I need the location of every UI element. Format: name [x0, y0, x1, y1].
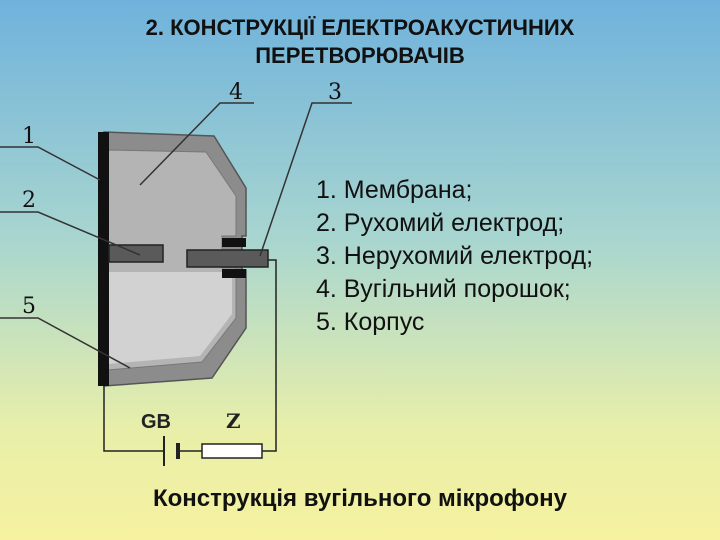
- title-line-2: ПЕРЕТВОРЮВАЧІВ: [255, 43, 465, 68]
- membrane: [98, 132, 109, 386]
- load-resistor: [201, 443, 263, 459]
- legend-item: 2. Рухомий електрод;: [316, 209, 565, 237]
- callout-4: 4: [229, 80, 243, 105]
- legend-item: 4. Вугільний порошок;: [316, 275, 571, 303]
- figure-caption: Конструкція вугільного мікрофону: [153, 485, 567, 512]
- legend-item: 1. Мембрана;: [316, 176, 473, 204]
- slide-title: 2. КОНСТРУКЦІЇ ЕЛЕКТРОАКУСТИЧНИХ ПЕРЕТВО…: [0, 14, 720, 70]
- callout-5: 5: [22, 294, 36, 319]
- electrode-clamp-bottom: [222, 269, 246, 278]
- callout-2: 2: [22, 188, 36, 213]
- legend-item: 3. Нерухомий електрод;: [316, 242, 594, 270]
- electrode-clamp-top: [222, 238, 246, 247]
- inner-cavity: [108, 272, 232, 364]
- callout-1: 1: [22, 124, 36, 149]
- circuit-wires: [103, 259, 277, 452]
- fixed-electrode: [186, 249, 269, 268]
- battery-label: GB: [141, 411, 171, 433]
- load-label: Z: [226, 409, 241, 433]
- legend-item: 5. Корпус: [316, 308, 425, 336]
- callout-3: 3: [328, 80, 342, 105]
- parts-legend: 1. Мембрана; 2. Рухомий електрод; 3. Нер…: [316, 174, 593, 339]
- leader-lines: [0, 102, 352, 369]
- title-line-1: 2. КОНСТРУКЦІЇ ЕЛЕКТРОАКУСТИЧНИХ: [145, 15, 575, 40]
